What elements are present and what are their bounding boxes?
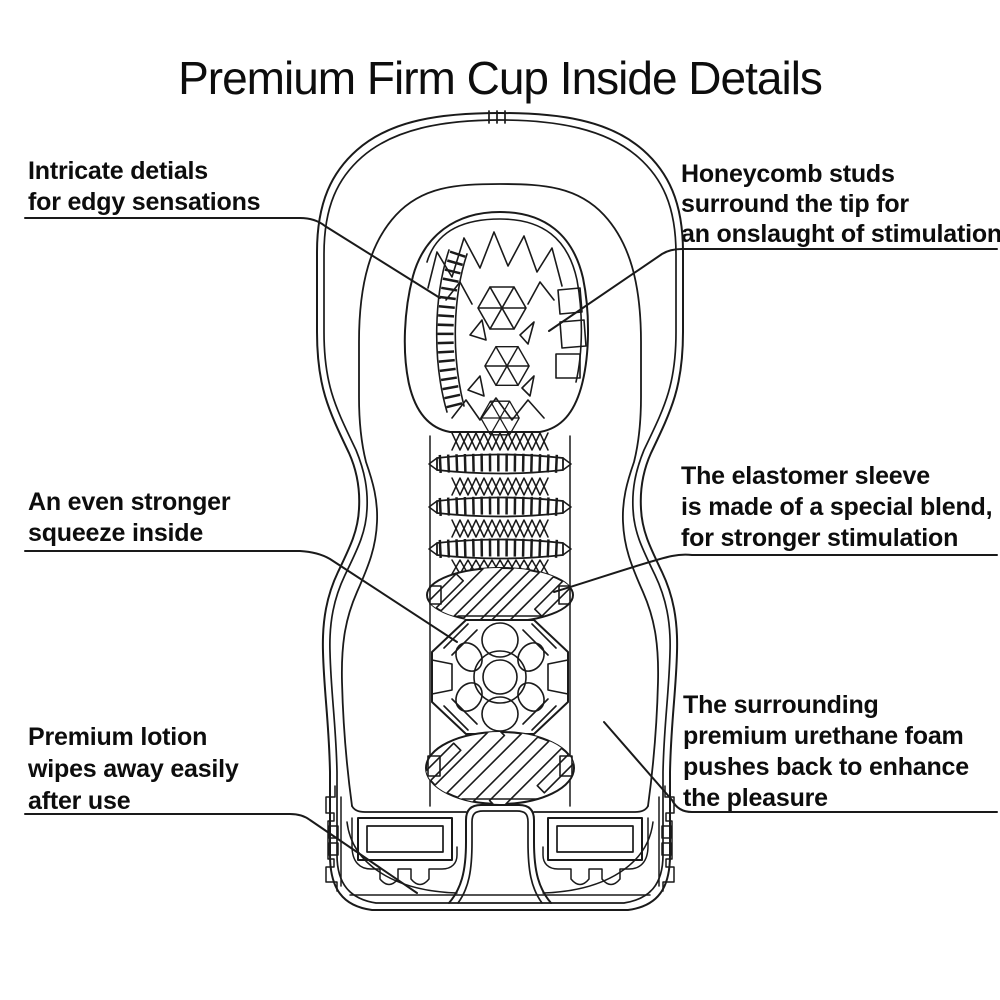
callout-text-line: pushes back to enhance [683,753,969,781]
bulb-outline [403,211,590,433]
callout-text-line: wipes away easily [28,755,239,783]
callout-text-line: for edgy sensations [28,188,261,216]
honeycomb-stud-facets [427,231,587,421]
callout-lines [24,217,998,894]
shell-inner-wall [323,119,677,904]
leader-bottom-right [603,721,998,813]
striped-node-upper [426,567,574,623]
sleeve-head [403,211,590,436]
molded-underside [346,817,654,896]
callout-text-line: the pleasure [683,784,828,812]
callout-intricate-details: Intricate detials for edgy sensations [28,156,261,218]
foam-window-left-outer [357,817,453,861]
callout-text-line: squeeze inside [28,519,204,547]
cavity-shelf [351,805,649,813]
leader-top-right [548,248,998,332]
side-wedge [431,659,453,695]
callout-text-line: surround the tip for [681,190,909,218]
callout-elastomer-sleeve: The elastomer sleeve is made of a specia… [681,461,993,554]
callout-text-line: after use [28,787,131,815]
crown-gear [428,496,572,518]
octagon-body [431,619,569,735]
callout-text-line: Intricate detials [28,157,208,185]
center-ring-outer [473,650,527,704]
callout-text-line: premium urethane foam [683,722,964,750]
detail-ladder-arc [435,249,468,413]
callout-premium-lotion: Premium lotion wipes away easily after u… [28,721,239,817]
leader-top-left [24,217,441,299]
callout-text-line: for stronger stimulation [681,524,959,552]
leader-mid-left [24,550,458,643]
top-seam-notch [488,110,506,124]
striped-node-lower [425,731,575,805]
bulb-inner-line [426,218,583,383]
page-title: Premium Firm Cup Inside Details [178,51,823,104]
leader-mid-right [553,553,998,593]
crown-gear [428,538,572,560]
center-ring-inner [482,659,518,695]
vertebrae-stack [428,432,572,575]
callout-text-line: Premium lotion [28,723,208,751]
diagonal-stripes [426,732,574,804]
air-column-outer [448,804,552,904]
callout-text-line: an onslaught of stimulation [681,220,1000,248]
callout-text-line: An even stronger [28,488,231,516]
diagonal-stripes [427,568,573,622]
crown-gear [428,453,572,475]
inner-cavity [340,183,660,813]
shell-outer-wall [316,112,684,911]
callout-text-line: The surrounding [683,691,879,719]
callout-text-line: is made of a special blend, [681,493,993,521]
side-clip-right [658,785,675,892]
callout-text-line: The elastomer sleeve [681,462,930,490]
foam-window-right-inner [556,825,634,853]
callout-text-line: Honeycomb studs [681,160,895,188]
side-wedge [547,659,569,695]
flower-node [431,619,569,735]
outer-shell [316,110,684,911]
callout-urethane-foam: The surrounding premium urethane foam pu… [683,690,969,814]
cavity-outline [340,183,660,807]
foam-window-left-inner [366,825,444,853]
leader-bottom-left [24,813,418,894]
callout-stronger-squeeze: An even stronger squeeze inside [28,487,231,549]
foam-window-right-outer [547,817,643,861]
air-column-inner [457,810,543,904]
callout-honeycomb-studs: Honeycomb studs surround the tip for an … [681,159,1000,249]
sleeve-rails [429,435,571,807]
base-assembly [325,785,675,904]
